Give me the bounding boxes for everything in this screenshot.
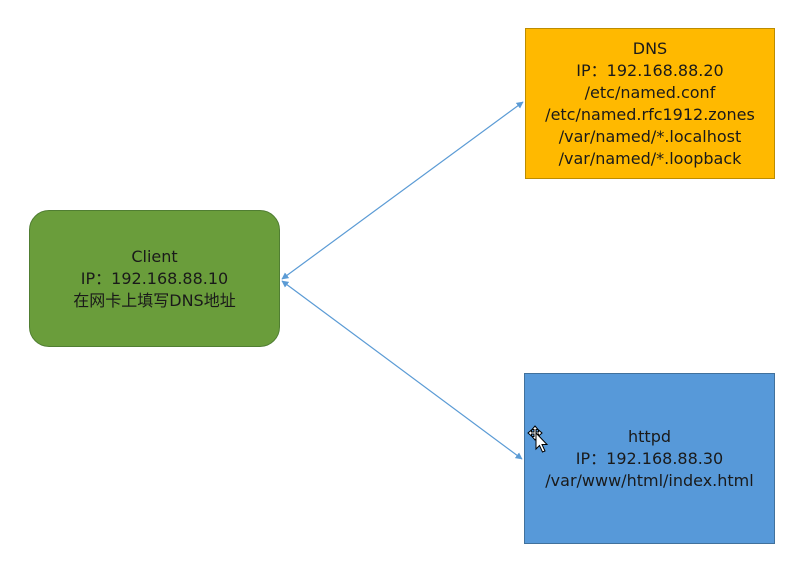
client-note: 在网卡上填写DNS地址 [73,290,236,310]
client-ip: IP：192.168.88.10 [80,268,229,288]
client-dns-connector [281,101,524,280]
client-node: Client IP：192.168.88.10 在网卡上填写DNS地址 [29,210,280,347]
move-cursor-icon [527,425,549,453]
client-httpd-connector [281,280,523,460]
dns-ip: IP：192.168.88.20 [576,60,724,80]
httpd-ip: IP：192.168.88.30 [575,448,724,468]
httpd-path: /var/www/html/index.html [545,470,754,490]
dns-file: /etc/named.conf [584,82,716,102]
dns-file: /etc/named.rfc1912.zones [545,104,755,124]
httpd-title: httpd [628,426,671,446]
dns-file: /var/named/*.loopback [558,148,742,168]
httpd-server-node: httpd IP：192.168.88.30 /var/www/html/ind… [524,373,775,544]
dns-title: DNS [632,38,668,58]
dns-file: /var/named/*.localhost [558,126,742,146]
client-title: Client [131,246,178,266]
dns-server-node: DNS IP：192.168.88.20 /etc/named.conf /et… [525,28,775,179]
